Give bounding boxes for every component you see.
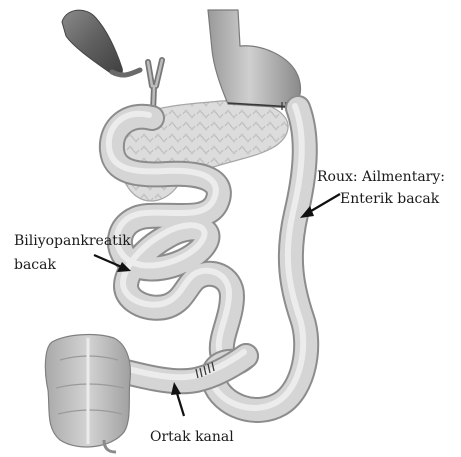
gallbladder <box>62 10 140 75</box>
label-common-channel: Ortak kanal <box>150 428 234 446</box>
label-bilio-line2: bacak <box>14 256 56 274</box>
label-bilio-line1: Biliyopankreatik <box>14 232 131 250</box>
common-channel <box>124 352 246 381</box>
label-roux-line1: Roux: Ailmentary: <box>317 168 445 186</box>
colon <box>45 335 130 452</box>
stomach-pouch <box>208 10 300 111</box>
label-roux-line2: Enterik bacak <box>340 190 439 208</box>
